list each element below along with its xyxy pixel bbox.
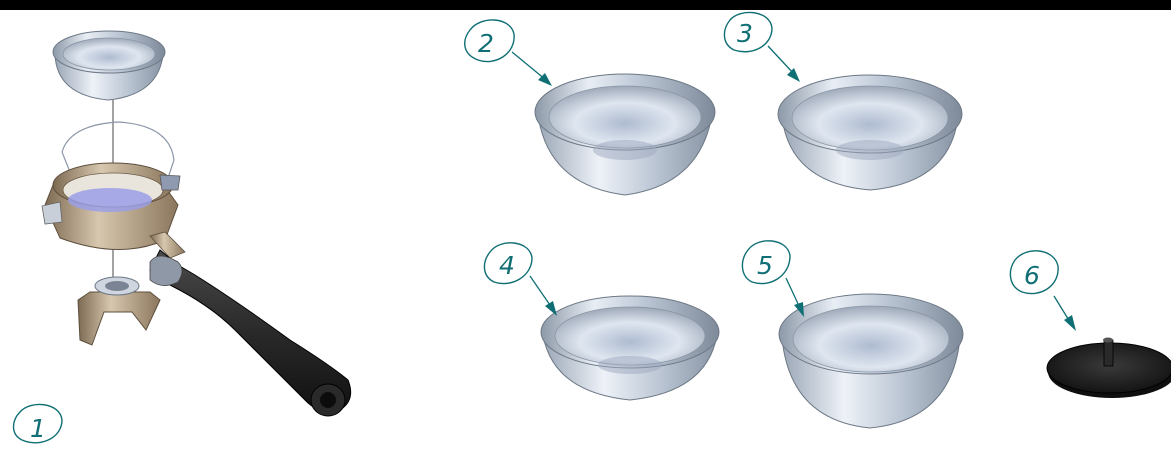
callout-label-3: 3	[737, 19, 753, 48]
portafilter-spout	[77, 276, 161, 346]
callout-4: 4	[483, 242, 557, 316]
portafilter-assembly	[41, 30, 352, 417]
callout-2: 2	[464, 19, 552, 86]
callout-label-4: 4	[499, 251, 515, 280]
filter-basket-2	[534, 73, 716, 196]
callout-label-5: 5	[757, 251, 773, 280]
filter-basket-3	[777, 74, 963, 191]
callout-label-1: 1	[30, 414, 46, 443]
callout-5: 5	[741, 240, 804, 317]
portafilter-handle	[149, 249, 352, 417]
blind-disc	[1046, 337, 1171, 398]
top-border-bar	[0, 0, 1171, 10]
callout-label-6: 6	[1024, 261, 1040, 290]
callout-1: 1	[12, 403, 63, 444]
callout-label-2: 2	[478, 29, 494, 58]
portafilter-body	[41, 162, 186, 259]
callout-6: 6	[1009, 250, 1076, 331]
portafilter-basket-top	[52, 30, 166, 101]
filter-basket-4	[540, 295, 720, 401]
filter-basket-5	[778, 293, 964, 429]
callout-3: 3	[723, 11, 800, 82]
wire-spring	[61, 121, 175, 179]
